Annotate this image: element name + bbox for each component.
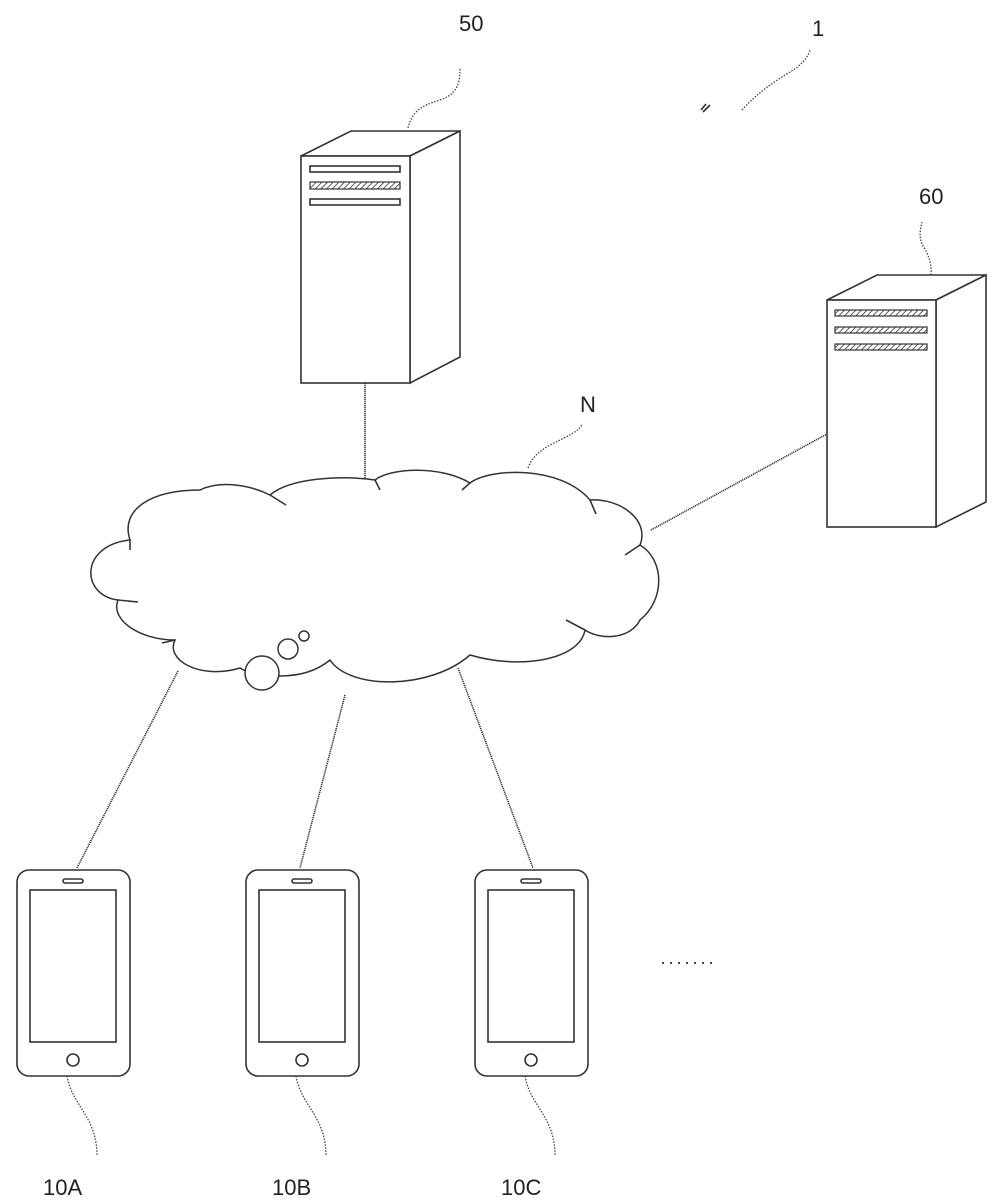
continuation-ellipsis: ·······: [660, 952, 716, 972]
phone-screen: [30, 890, 116, 1042]
server-60-leader-line: [920, 222, 931, 275]
terminal-10a-leader-line: [67, 1076, 97, 1156]
system-arrow-mark: [701, 104, 710, 112]
network-bubble: [299, 631, 309, 641]
server-50-leader-line: [408, 68, 460, 128]
server-60-slot-hatched: [835, 310, 927, 316]
phone-speaker: [292, 879, 312, 883]
link-network-server-60: [651, 434, 827, 530]
network-label: N: [580, 392, 596, 417]
server-50: 50: [301, 11, 483, 383]
server-60-slot-hatched: [835, 344, 927, 350]
server-60-side: [936, 275, 986, 527]
network-bubble: [278, 639, 298, 659]
server-50-slot-hatched: [310, 182, 400, 189]
network-cloud: N: [91, 392, 659, 690]
link-network-terminal-10a: [77, 671, 178, 868]
server-50-slot: [310, 166, 400, 172]
phone-screen: [259, 890, 345, 1042]
server-50-label: 50: [459, 11, 483, 36]
link-network-terminal-10c: [458, 668, 533, 868]
server-60-front: [827, 300, 936, 527]
phone-home-button-icon: [67, 1054, 79, 1066]
network-bubble: [245, 656, 279, 690]
terminal-10a: 10A: [17, 870, 130, 1200]
network-cloud-shape: [91, 470, 659, 682]
terminal-10a-label: 10A: [43, 1175, 82, 1200]
system-leader-line: [742, 50, 810, 110]
phone-home-button-icon: [525, 1054, 537, 1066]
server-60-label: 60: [919, 184, 943, 209]
phone-screen: [488, 890, 574, 1042]
system-reference: 1: [701, 16, 824, 112]
terminal-10b-leader-line: [296, 1076, 326, 1156]
system-label: 1: [812, 16, 824, 41]
terminal-10c: 10C: [475, 870, 588, 1200]
server-50-front: [301, 156, 410, 383]
terminal-10b: 10B: [246, 870, 359, 1200]
terminal-10c-label: 10C: [501, 1175, 541, 1200]
phone-speaker: [63, 879, 83, 883]
server-60: 60: [827, 184, 986, 527]
server-60-slot-hatched: [835, 327, 927, 333]
terminal-10c-leader-line: [525, 1076, 555, 1156]
server-50-slot: [310, 199, 400, 205]
phone-speaker: [521, 879, 541, 883]
link-network-terminal-10b: [300, 695, 345, 868]
server-50-side: [410, 131, 460, 383]
phone-home-button-icon: [296, 1054, 308, 1066]
terminal-10b-label: 10B: [272, 1175, 311, 1200]
network-leader-line: [528, 424, 582, 468]
